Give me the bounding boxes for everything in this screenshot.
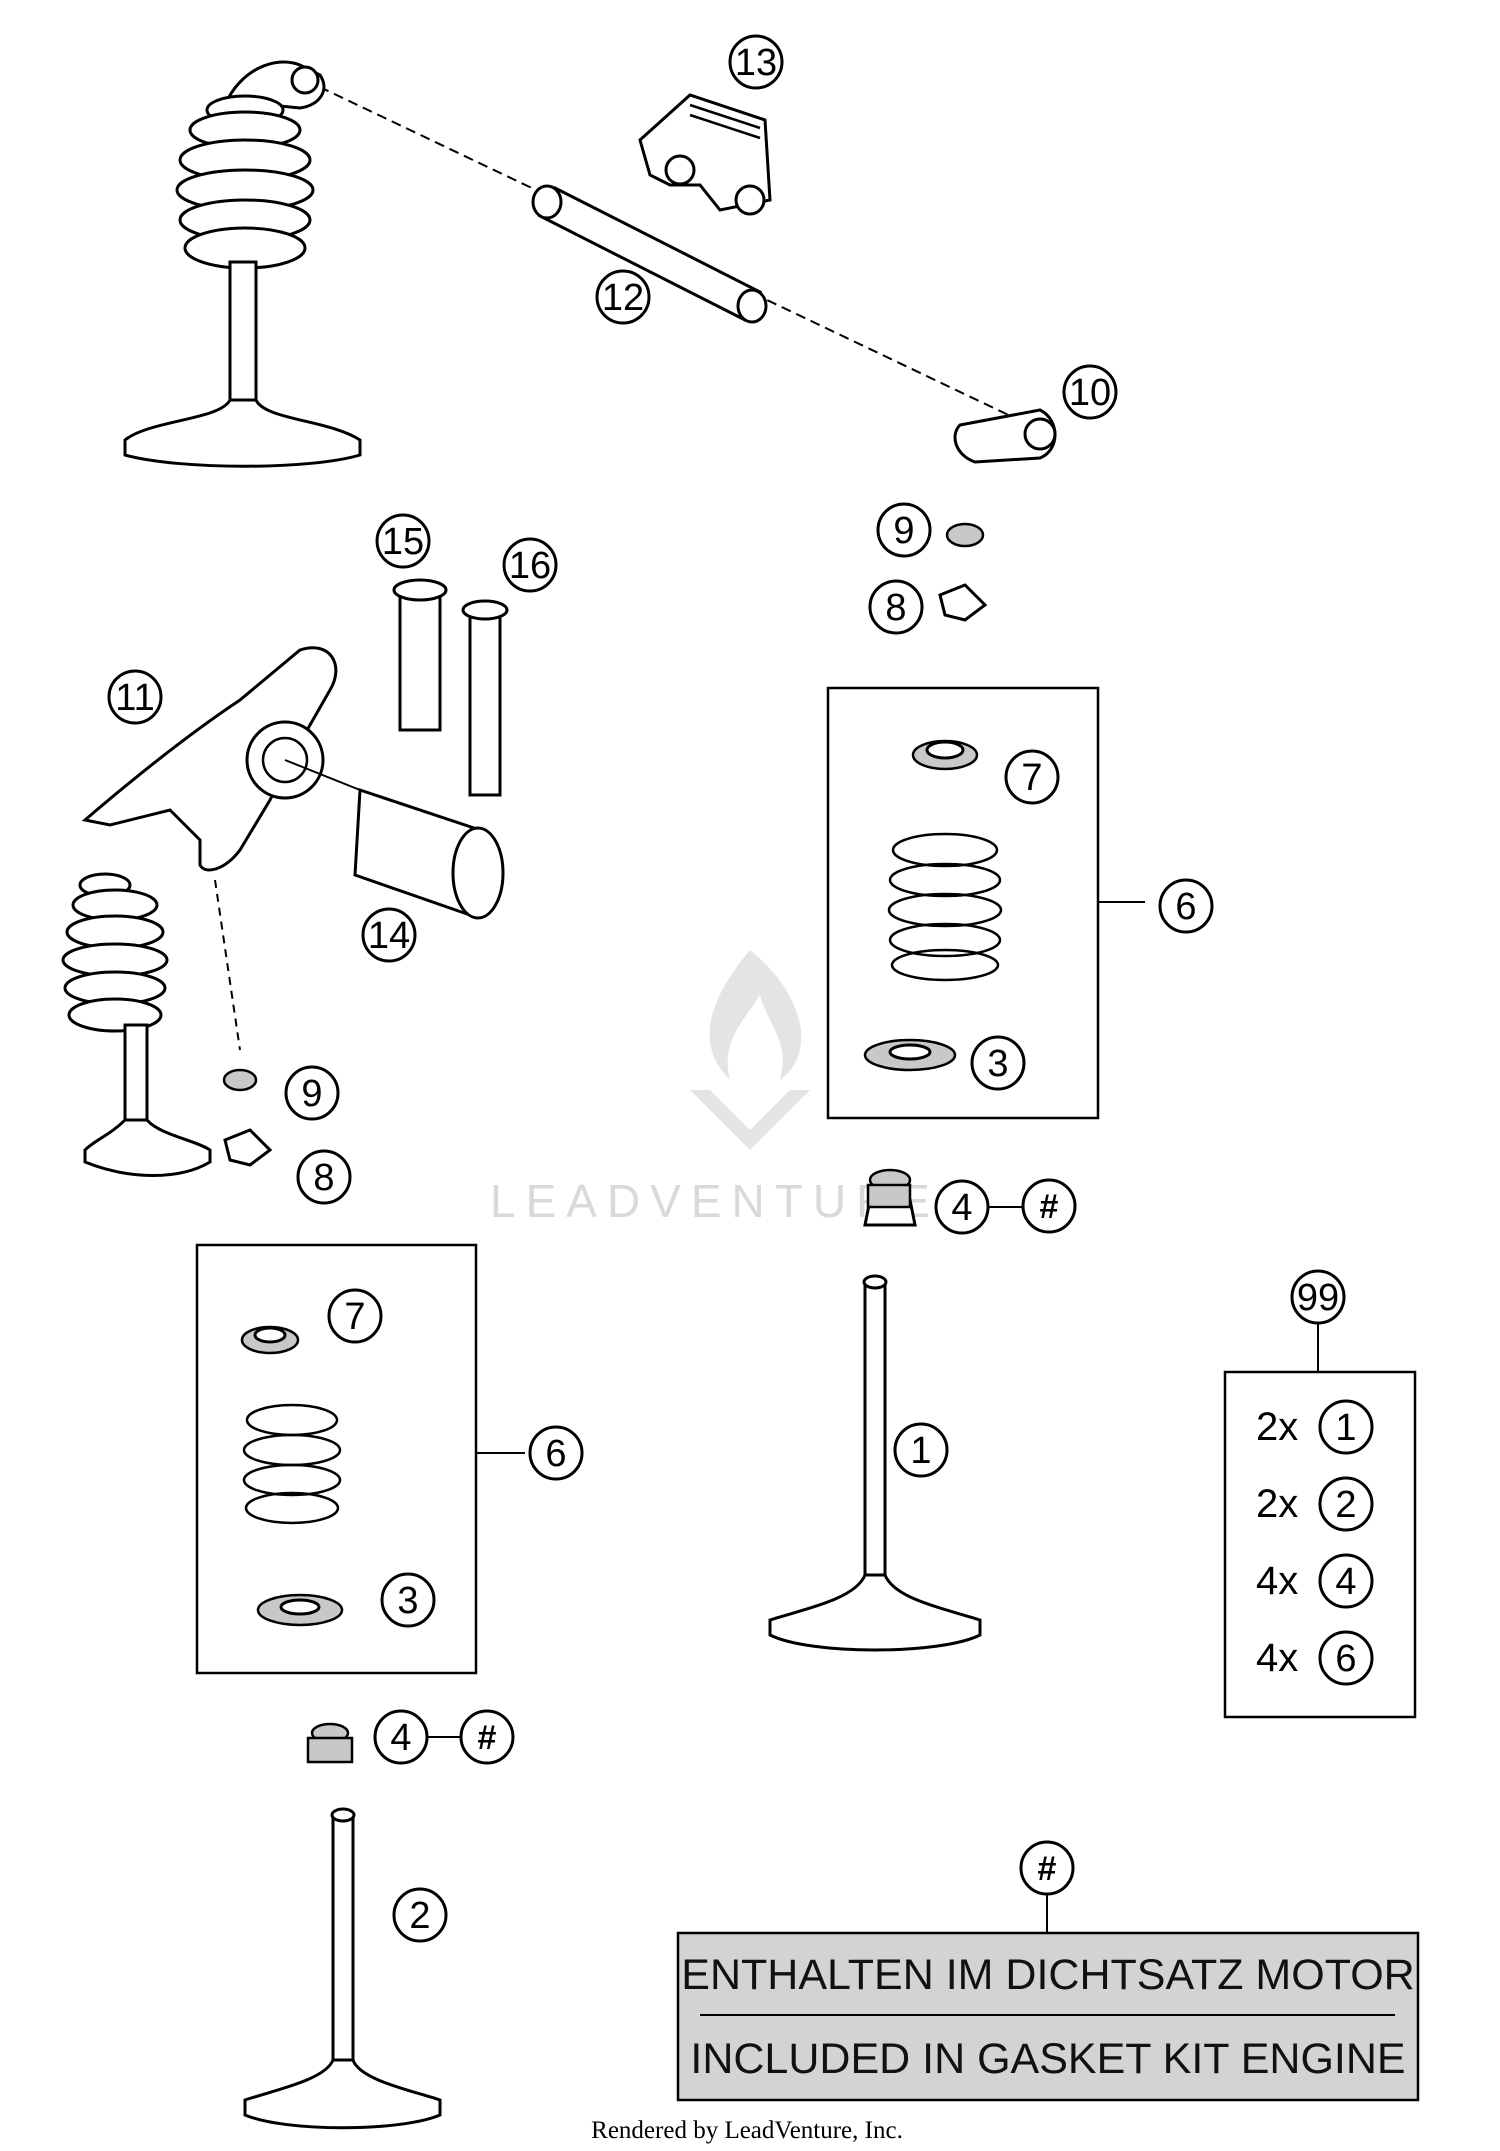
rocker-assembly bbox=[61, 522, 988, 1177]
callout-1: 1 bbox=[893, 1422, 949, 1478]
callout-4-left: 4 bbox=[373, 1709, 460, 1765]
watermark: LEADVENTURE bbox=[490, 950, 940, 1227]
callout-3-right: 3 bbox=[970, 1035, 1026, 1091]
svg-text:7: 7 bbox=[344, 1296, 365, 1338]
callout-14: 14 bbox=[361, 907, 417, 963]
svg-text:8: 8 bbox=[885, 587, 906, 629]
svg-text:13: 13 bbox=[735, 42, 777, 84]
kit-99: 99 2x 1 2x 2 4x 4 4x 6 bbox=[1223, 1269, 1417, 1719]
callout-15: 15 bbox=[375, 513, 431, 569]
gasket-kit-note: # ENTHALTEN IM DICHTSATZ MOTOR INCLUDED … bbox=[676, 1840, 1420, 2102]
svg-text:3: 3 bbox=[987, 1043, 1008, 1085]
callout-2: 2 bbox=[392, 1887, 448, 1943]
callout-7-left: 7 bbox=[327, 1288, 383, 1344]
svg-text:4: 4 bbox=[1335, 1561, 1356, 1603]
svg-text:9: 9 bbox=[893, 510, 914, 552]
render-credit: Rendered by LeadVenture, Inc. bbox=[591, 2117, 903, 2144]
svg-text:4: 4 bbox=[951, 1187, 972, 1229]
callout-4-right: 4 bbox=[934, 1179, 1022, 1235]
valves bbox=[243, 1274, 982, 2130]
callout-11: 11 bbox=[107, 669, 163, 725]
hash-marker-left: # bbox=[459, 1709, 515, 1765]
svg-text:11: 11 bbox=[115, 677, 154, 719]
callout-9-left: 9 bbox=[284, 1065, 340, 1121]
svg-text:#: # bbox=[478, 1719, 497, 1757]
svg-text:4x: 4x bbox=[1256, 1559, 1298, 1603]
callout-10: 10 bbox=[1062, 364, 1118, 420]
svg-text:#: # bbox=[1038, 1850, 1057, 1888]
hash-marker-note: # bbox=[1019, 1840, 1075, 1896]
svg-text:9: 9 bbox=[301, 1073, 322, 1115]
svg-text:2x: 2x bbox=[1256, 1482, 1298, 1526]
upper-valve-assembly bbox=[123, 60, 1057, 468]
svg-text:12: 12 bbox=[602, 277, 644, 319]
svg-text:16: 16 bbox=[509, 545, 551, 587]
callout-9-right: 9 bbox=[876, 502, 932, 558]
note-line-de: ENTHALTEN IM DICHTSATZ MOTOR bbox=[681, 1951, 1414, 1999]
svg-text:4x: 4x bbox=[1256, 1636, 1298, 1680]
svg-text:14: 14 bbox=[368, 915, 410, 957]
spring-kit-left bbox=[195, 1243, 525, 1764]
svg-text:4: 4 bbox=[390, 1717, 411, 1759]
callout-16: 16 bbox=[502, 537, 558, 593]
kit-row: 2x 1 bbox=[1256, 1399, 1374, 1455]
svg-text:99: 99 bbox=[1297, 1277, 1339, 1319]
callout-13: 13 bbox=[728, 34, 784, 90]
callout-8-right: 8 bbox=[868, 579, 924, 635]
callout-8-left: 8 bbox=[296, 1149, 352, 1205]
svg-text:6: 6 bbox=[545, 1433, 566, 1475]
callout-99: 99 bbox=[1290, 1269, 1346, 1325]
callout-6-left: 6 bbox=[528, 1425, 584, 1481]
svg-text:8: 8 bbox=[313, 1157, 334, 1199]
svg-text:1: 1 bbox=[910, 1430, 931, 1472]
note-box bbox=[676, 1931, 1420, 2102]
callout-6-right: 6 bbox=[1158, 878, 1214, 934]
note-line-en: INCLUDED IN GASKET KIT ENGINE bbox=[690, 2035, 1405, 2083]
svg-text:2: 2 bbox=[409, 1895, 430, 1937]
svg-text:#: # bbox=[1040, 1188, 1059, 1226]
callout-7-right: 7 bbox=[1004, 749, 1060, 805]
callout-3-left: 3 bbox=[380, 1572, 436, 1628]
svg-text:15: 15 bbox=[382, 521, 424, 563]
kit-row: 4x 6 bbox=[1256, 1630, 1374, 1686]
spring-kit-right bbox=[826, 686, 1145, 1227]
kit-row: 4x 4 bbox=[1256, 1553, 1374, 1609]
svg-text:3: 3 bbox=[397, 1580, 418, 1622]
hash-marker-right: # bbox=[1021, 1178, 1077, 1234]
svg-text:7: 7 bbox=[1021, 757, 1042, 799]
watermark-text: LEADVENTURE bbox=[490, 1175, 940, 1227]
svg-text:6: 6 bbox=[1335, 1638, 1356, 1680]
kit-row: 2x 2 bbox=[1256, 1476, 1374, 1532]
watermark-logo-icon bbox=[690, 950, 810, 1150]
svg-text:1: 1 bbox=[1335, 1407, 1356, 1449]
callout-12: 12 bbox=[595, 269, 651, 325]
kit-99-box bbox=[1223, 1370, 1417, 1719]
svg-text:2x: 2x bbox=[1256, 1405, 1298, 1449]
svg-text:10: 10 bbox=[1069, 372, 1111, 414]
svg-text:2: 2 bbox=[1335, 1484, 1356, 1526]
svg-text:6: 6 bbox=[1175, 886, 1196, 928]
